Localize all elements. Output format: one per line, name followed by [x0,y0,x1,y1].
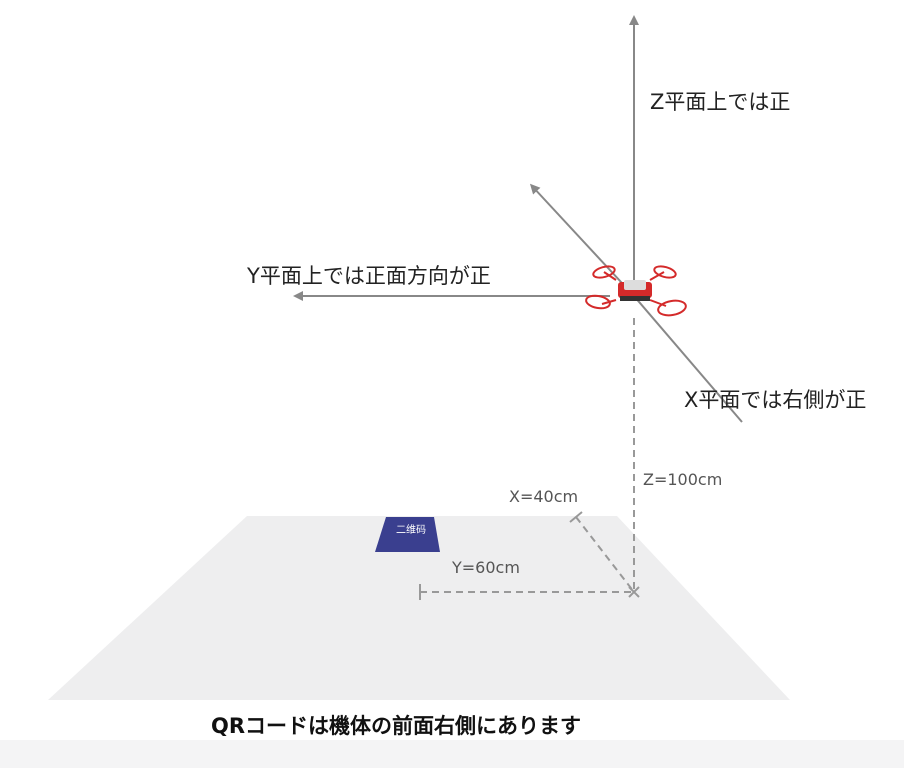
bottom-strip [0,740,904,768]
x-distance-endcap [569,511,583,523]
z-axis-label: Z平面上では正 [650,90,791,114]
y-distance-label: Y=60cm [452,558,520,577]
caption: QRコードは機体の前面右側にあります [210,714,582,738]
x-distance-label: X=40cm [509,487,579,506]
x-distance-line [575,516,635,593]
x-axis-tail [633,295,743,423]
z-distance-label: Z=100cm [643,470,723,489]
x-axis-label: X平面では右側が正 [684,388,867,412]
qr-code-label: 二维码 [396,525,426,536]
origin-mark-b [628,586,640,598]
floor-plane [48,516,790,700]
qr-code-marker [375,517,440,552]
y-axis-label: Y平面上では正面方向が正 [247,264,491,288]
drone-icon [585,265,687,317]
x-axis-arrow [529,183,635,297]
